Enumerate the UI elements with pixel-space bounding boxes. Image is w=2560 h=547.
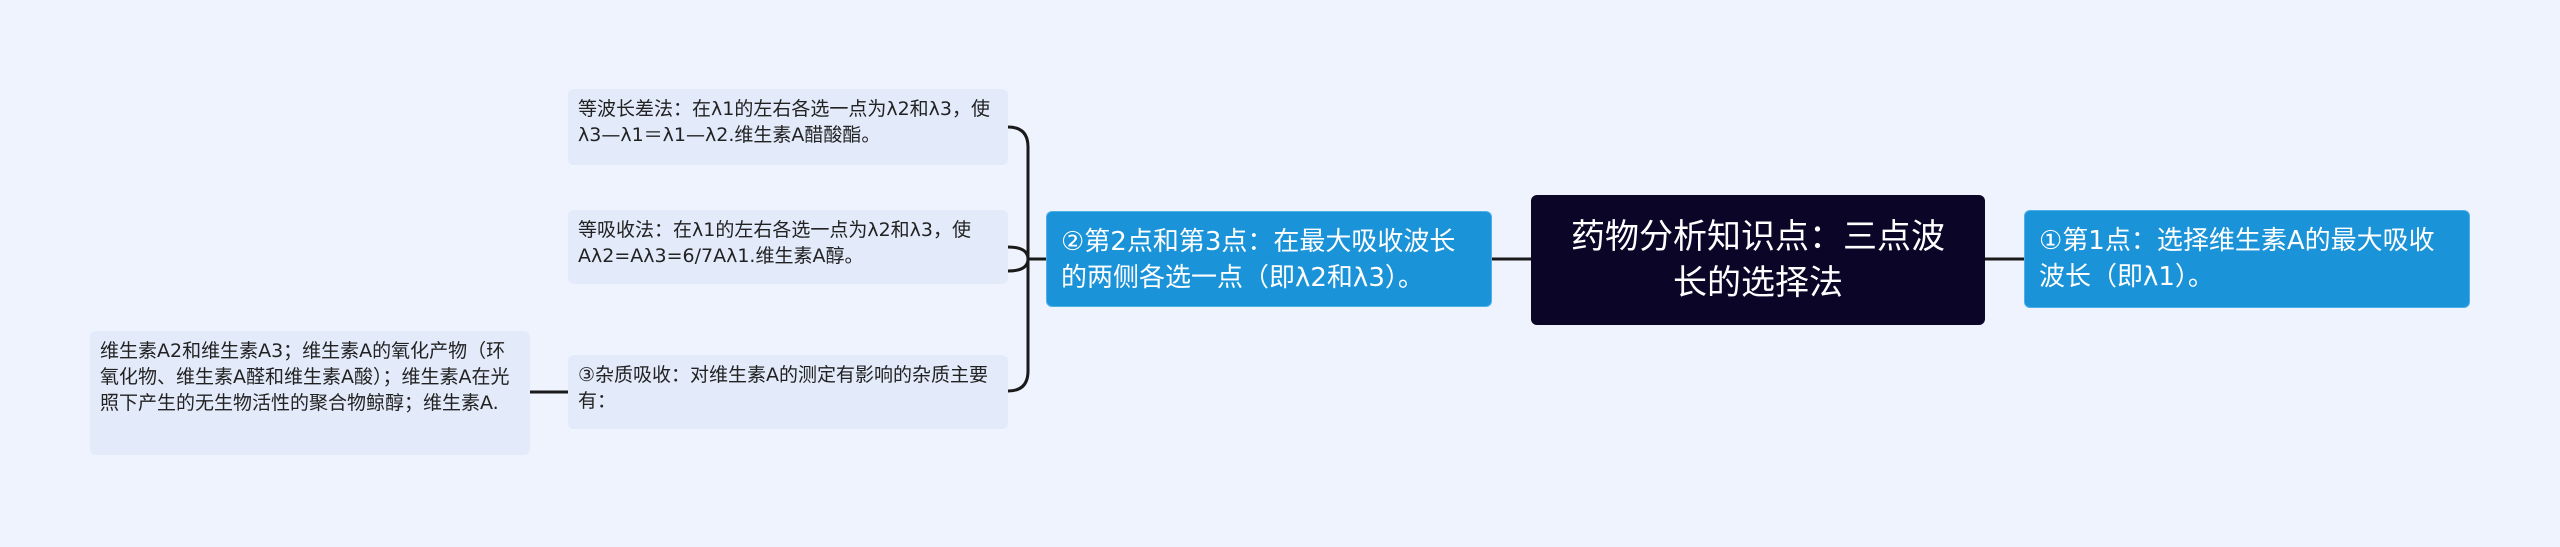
branch-first-point[interactable]: ①第1点：选择维生素A的最大吸收波长（即λ1）。	[2024, 210, 2470, 308]
leaf-equal-wavelength-method-text: 等波长差法：在λ1的左右各选一点为λ2和λ3，使λ3—λ1＝λ1—λ2.维生素A…	[578, 98, 990, 146]
root-topic-text: 药物分析知识点：三点波长的选择法	[1571, 217, 1945, 303]
branch-second-third-point-text: ②第2点和第3点：在最大吸收波长的两侧各选一点（即λ2和λ3）。	[1061, 227, 1456, 293]
branch-second-third-point[interactable]: ②第2点和第3点：在最大吸收波长的两侧各选一点（即λ2和λ3）。	[1046, 211, 1492, 307]
leaf-impurity-absorption-text: ③杂质吸收：对维生素A的测定有影响的杂质主要有：	[578, 364, 989, 412]
leaf-equal-wavelength-method[interactable]: 等波长差法：在λ1的左右各选一点为λ2和λ3，使λ3—λ1＝λ1—λ2.维生素A…	[568, 89, 1008, 165]
root-topic[interactable]: 药物分析知识点：三点波长的选择法	[1531, 195, 1985, 325]
leaf-equal-absorption-method[interactable]: 等吸收法：在λ1的左右各选一点为λ2和λ3，使Aλ2=Aλ3=6/7Aλ1.维生…	[568, 210, 1008, 284]
branch-first-point-text: ①第1点：选择维生素A的最大吸收波长（即λ1）。	[2039, 226, 2435, 292]
leaf-impurity-list[interactable]: 维生素A2和维生素A3；维生素A的氧化产物（环氧化物、维生素A醛和维生素A酸）；…	[90, 331, 530, 455]
leaf-impurity-absorption[interactable]: ③杂质吸收：对维生素A的测定有影响的杂质主要有：	[568, 355, 1008, 429]
leaf-impurity-list-text: 维生素A2和维生素A3；维生素A的氧化产物（环氧化物、维生素A醛和维生素A酸）；…	[100, 340, 510, 414]
leaf-equal-absorption-method-text: 等吸收法：在λ1的左右各选一点为λ2和λ3，使Aλ2=Aλ3=6/7Aλ1.维生…	[578, 219, 971, 267]
connector-left-bracket	[1007, 125, 1046, 393]
